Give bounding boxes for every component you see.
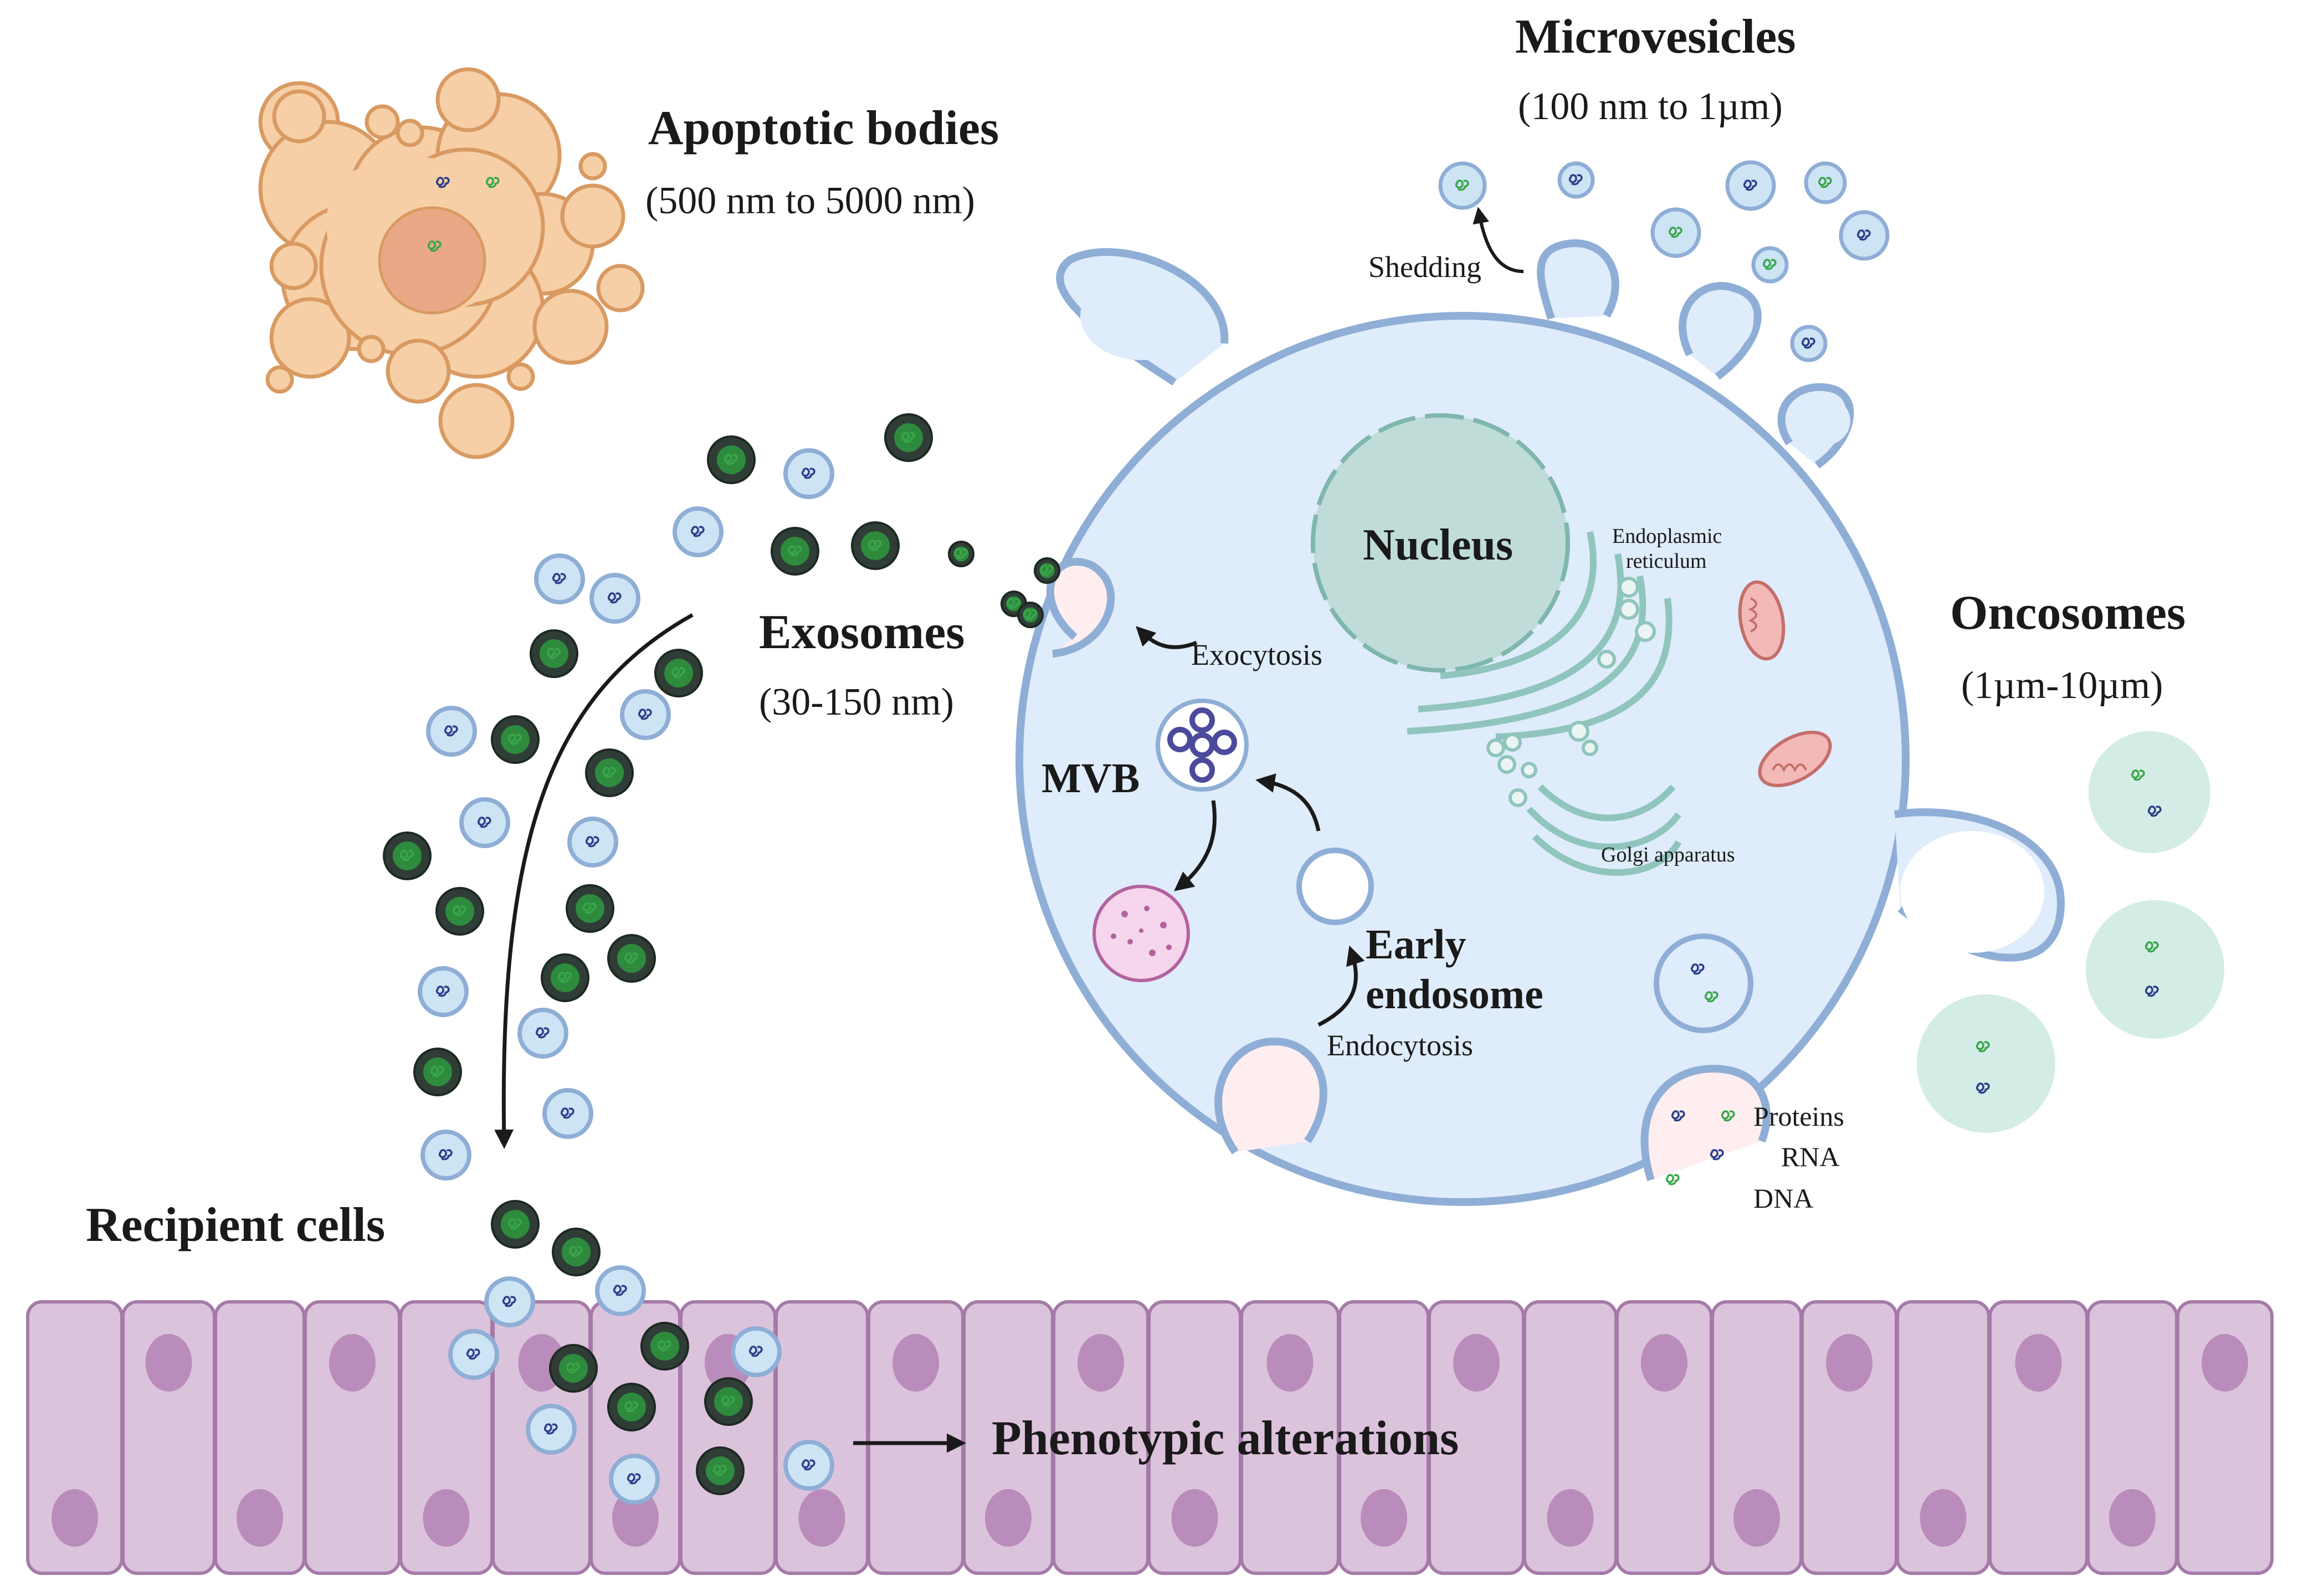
recipient-cell-nucleus xyxy=(1078,1334,1124,1392)
oncosome xyxy=(2089,731,2210,853)
endocytosis-label: Endocytosis xyxy=(1327,1029,1473,1062)
er-label-line2: reticulum xyxy=(1626,550,1707,573)
recipient-cell-nucleus xyxy=(423,1489,470,1547)
apoptotic-body xyxy=(258,67,645,459)
microvesicles-title: Microvesicles xyxy=(1515,10,1796,64)
recipient-cell-nucleus xyxy=(1826,1334,1872,1392)
recipient-cell-nucleus xyxy=(52,1489,98,1547)
recipient-cell-nucleus xyxy=(798,1489,845,1547)
early-endosome-line1: Early xyxy=(1366,921,1466,968)
recipient-cell-layer xyxy=(26,1300,2274,1575)
oncosome xyxy=(2086,900,2224,1039)
phenotypic-label: Phenotypic alterations xyxy=(992,1412,1459,1465)
recipient-cell-nucleus xyxy=(1361,1489,1407,1547)
legend-dna: DNA xyxy=(1753,1183,1813,1214)
lysosome xyxy=(1092,885,1190,982)
apoptotic-title: Apoptotic bodies xyxy=(648,101,999,155)
recipient-cell-nucleus xyxy=(237,1489,283,1547)
microvesicles-size: (100 nm to 1µm) xyxy=(1518,85,1783,128)
golgi-label: Golgi apparatus xyxy=(1601,843,1735,866)
exosomes-group xyxy=(383,413,1060,1505)
recipient-cells-label: Recipient cells xyxy=(86,1198,385,1252)
transfer-arrow xyxy=(494,613,694,1149)
recipient-cell-nucleus xyxy=(145,1334,192,1392)
cargo-vesicle xyxy=(1654,933,1753,1033)
recipient-cell xyxy=(2176,1300,2274,1575)
endosome-to-mvb-arrow xyxy=(1255,773,1321,832)
early-endosome-line2: endosome xyxy=(1366,971,1543,1018)
nucleus-label: Nucleus xyxy=(1363,521,1513,569)
recipient-cell-nucleus xyxy=(612,1489,659,1547)
exocytosis-arrow xyxy=(1136,626,1198,649)
nucleus xyxy=(1311,413,1570,673)
recipient-cell-nucleus xyxy=(1641,1334,1687,1392)
recipient-cell-nucleus xyxy=(1920,1489,1967,1547)
exocytosis-label: Exocytosis xyxy=(1191,638,1322,671)
apoptotic-nucleus xyxy=(378,206,486,315)
recipient-cell-nucleus xyxy=(1733,1489,1780,1547)
golgi-apparatus xyxy=(1526,784,1682,876)
recipient-cell-nucleus xyxy=(2109,1489,2156,1547)
apoptotic-size: (500 nm to 5000 nm) xyxy=(645,179,975,222)
early-endosome xyxy=(1296,848,1374,925)
mvb xyxy=(1156,699,1249,792)
endoplasmic-reticulum xyxy=(1407,531,1673,740)
oncosome xyxy=(1917,994,2055,1133)
recipient-cell-nucleus xyxy=(1171,1489,1218,1547)
shedding-label: Shedding xyxy=(1368,250,1481,284)
recipient-cell-nucleus xyxy=(2202,1334,2248,1392)
recipient-cell-nucleus xyxy=(985,1489,1032,1547)
endocytosis-arrow xyxy=(1317,945,1365,1027)
mitochondria xyxy=(1738,580,1832,788)
recipient-cell-nucleus xyxy=(1266,1334,1314,1392)
oncosomes-group xyxy=(1917,731,2224,1133)
recipient-cell-nucleus xyxy=(892,1334,939,1392)
exosomes-title: Exosomes xyxy=(759,605,965,659)
legend-rna: RNA xyxy=(1781,1141,1840,1172)
recipient-cell-nucleus xyxy=(1547,1489,1594,1547)
legend-proteins: Proteins xyxy=(1753,1101,1844,1132)
mvb-to-lysosome-arrow xyxy=(1174,800,1217,891)
recipient-cell-nucleus xyxy=(2015,1334,2062,1392)
oncosomes-title: Oncosomes xyxy=(1950,586,2186,640)
exosomes-size: (30-150 nm) xyxy=(759,681,954,723)
recipient-cell-nucleus xyxy=(1453,1334,1500,1392)
donor-cell xyxy=(1015,239,2065,1206)
cargo-legend: Proteins RNA DNA xyxy=(1665,1101,1844,1214)
recipient-cell-nucleus xyxy=(329,1334,376,1392)
microvesicles-group xyxy=(1438,160,1890,362)
er-label-line1: Endoplasmic xyxy=(1612,525,1722,548)
shedding-arrow xyxy=(1473,207,1524,273)
oncosomes-size: (1µm-10µm) xyxy=(1961,664,2163,707)
mvb-label: MVB xyxy=(1042,755,1140,802)
